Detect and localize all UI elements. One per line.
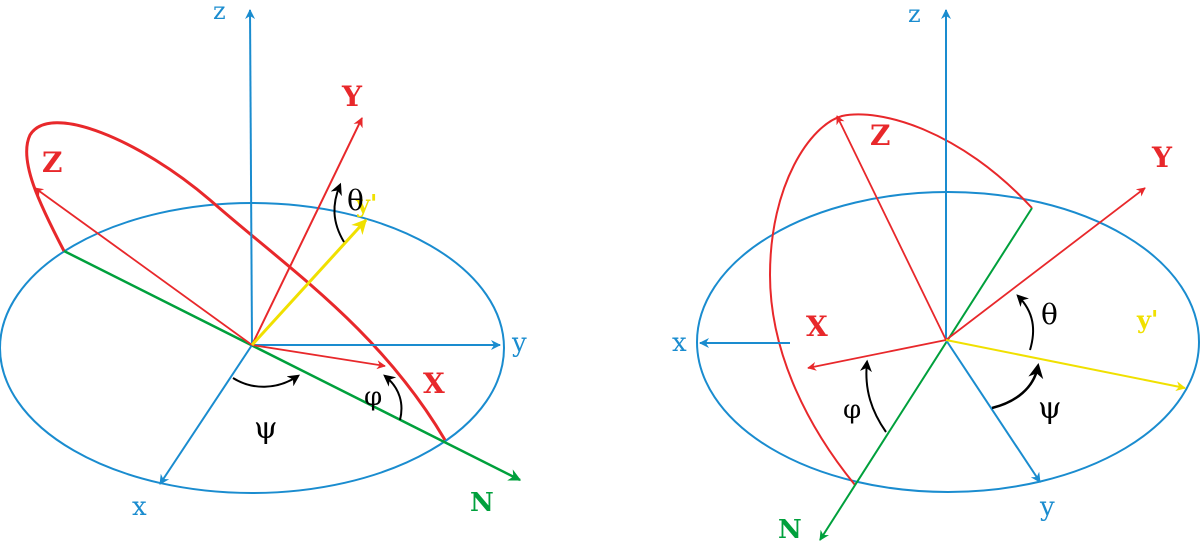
left-body-axis-x	[251, 344, 386, 370]
left-label-y-prime: y'	[355, 189, 377, 218]
left-fixed-axis-x	[159, 344, 253, 485]
left-label-psi: ψ	[254, 411, 278, 446]
right-body-axis-x	[807, 339, 947, 371]
right-body-axis-z	[836, 115, 947, 341]
right-fixed-axis-y	[945, 339, 1041, 483]
left-label-body-x: X	[423, 367, 445, 400]
left-label-x: x	[132, 492, 147, 522]
left-phi-arc	[383, 374, 403, 421]
right-psi-arc	[991, 363, 1044, 410]
left-label-theta: θ	[347, 184, 364, 217]
right-label-phi: φ	[843, 395, 861, 425]
right-node-line-n	[819, 207, 1033, 541]
left-body-axis-y	[251, 117, 363, 346]
left-label-phi: φ	[364, 382, 382, 412]
left-fixed-axis-z	[245, 9, 256, 346]
right-label-body-z: Z	[870, 119, 890, 152]
right-diagram: z x y Z Y X N y' θ φ ψ	[672, 0, 1200, 543]
right-theta-arc	[1016, 294, 1035, 351]
left-label-body-y: Y	[341, 80, 363, 113]
right-label-body-x: X	[806, 310, 828, 343]
left-label-body-z: Z	[42, 146, 62, 179]
right-label-node-n: N	[778, 515, 802, 543]
right-label-theta: θ	[1041, 298, 1058, 331]
left-theta-arc	[330, 182, 345, 243]
right-phi-arc	[860, 359, 887, 433]
right-label-z: z	[908, 0, 921, 28]
right-label-y-prime: y'	[1136, 305, 1158, 334]
right-label-psi: ψ	[1038, 391, 1062, 426]
right-label-body-y: Y	[1151, 141, 1173, 174]
right-label-x: x	[672, 328, 687, 358]
left-label-y: y	[511, 328, 527, 358]
left-diagram: z y x Y Z X N y' θ φ ψ	[0, 0, 527, 522]
left-intermediate-axis-y-prime	[250, 218, 368, 347]
right-xy-plane-ellipse	[696, 191, 1200, 493]
left-body-axis-z	[34, 187, 253, 346]
left-label-node-n: N	[470, 488, 494, 518]
left-label-z: z	[213, 0, 226, 25]
right-body-plane-curve	[768, 113, 1033, 486]
left-node-line-n	[63, 249, 522, 482]
right-intermediate-axis-y-prime	[945, 339, 1186, 392]
left-body-plane-curve	[25, 121, 447, 441]
left-psi-arc	[232, 374, 300, 388]
right-label-y: y	[1039, 492, 1055, 522]
right-body-axis-y	[945, 187, 1146, 341]
